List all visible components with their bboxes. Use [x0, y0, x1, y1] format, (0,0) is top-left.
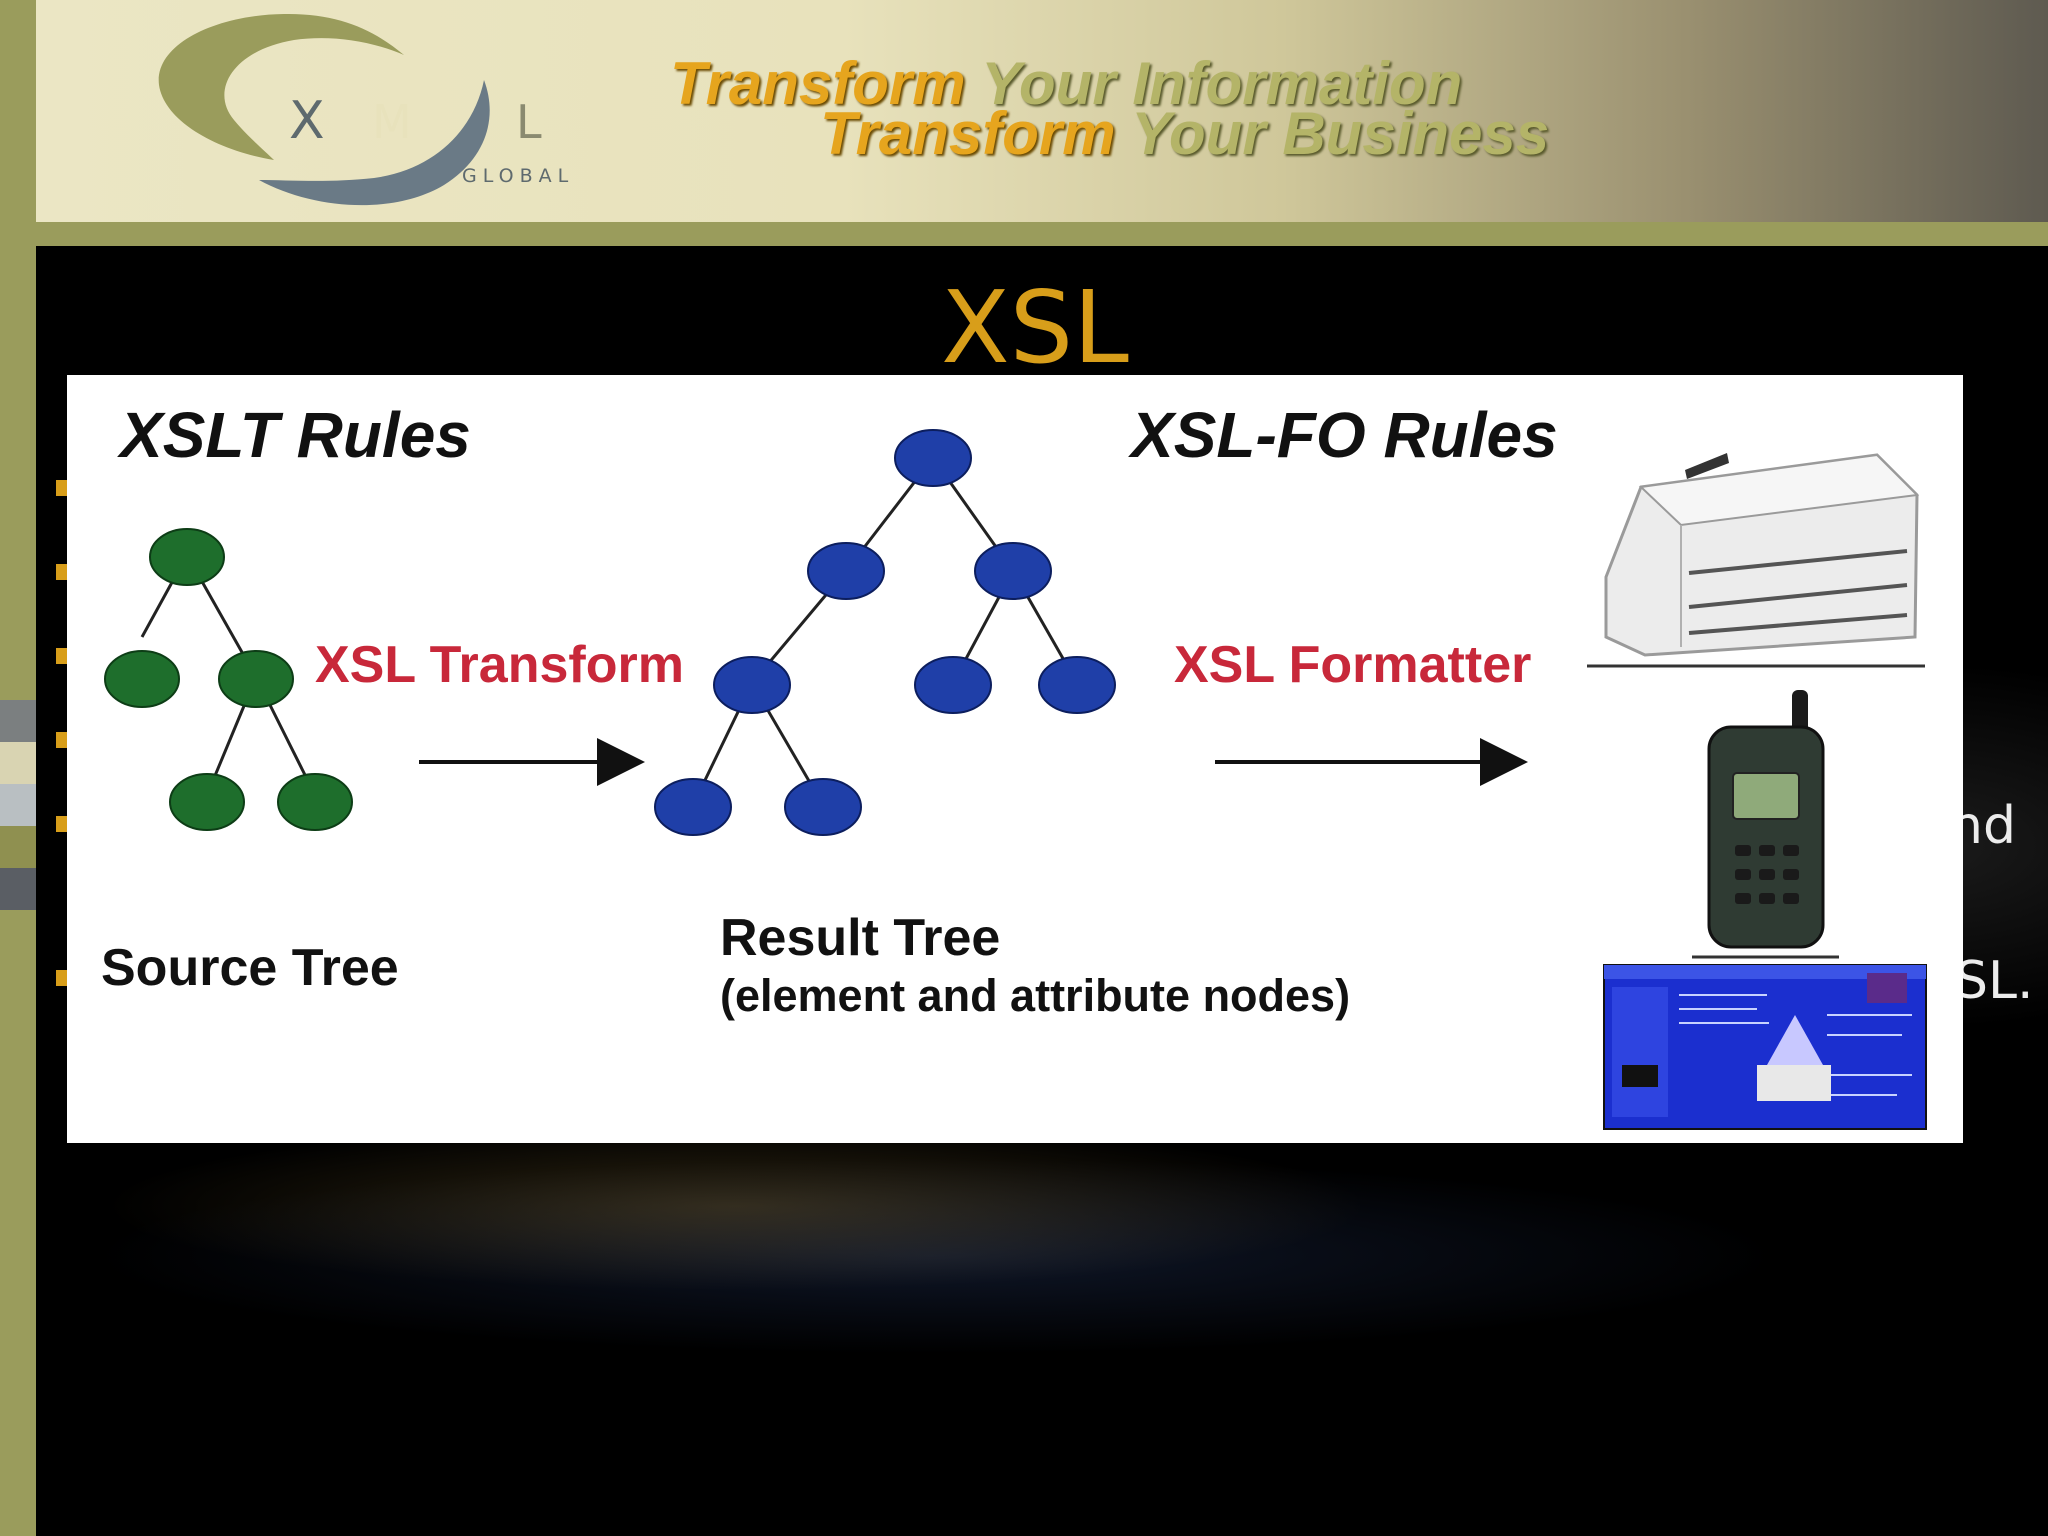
result-tree-note: (element and attribute nodes): [720, 970, 1350, 1021]
result-tree-node: [807, 542, 885, 600]
header-divider-band: [36, 222, 2048, 246]
source-tree-label: Source Tree: [101, 939, 399, 997]
logo-letter-l: L: [516, 95, 542, 149]
tagline-1-rest: Your Information: [965, 50, 1463, 117]
logo-swoosh-grey: [259, 80, 490, 206]
result-tree-node: [894, 429, 972, 487]
xml-global-logo: X M L GLOBAL: [158, 13, 574, 206]
diagram-canvas: XSLT Rules XSL-FO Rules XSL Transform: [101, 399, 1927, 1130]
source-tree-node: [277, 773, 353, 831]
tagline-2-rest: Your Business: [1115, 100, 1550, 167]
xsl-formatter-label: XSL Formatter: [1174, 636, 1531, 694]
logo-letter-x: X: [289, 91, 325, 151]
web-page-icon: [1603, 964, 1927, 1130]
result-tree-label: Result Tree: [720, 909, 1000, 967]
source-tree-node: [218, 650, 294, 708]
result-tree-edges: [691, 457, 1079, 806]
source-tree-node: [104, 650, 180, 708]
result-tree-node: [974, 542, 1052, 600]
tagline-2-highlight: Transform: [820, 100, 1116, 167]
header-banner: X M L GLOBAL Transform Your Information …: [36, 0, 2048, 222]
source-tree-node: [149, 528, 225, 586]
xslfo-rules-label: XSL-FO Rules: [1128, 399, 1558, 471]
result-tree-node: [914, 656, 992, 714]
xsl-process-diagram: XSLT Rules XSL-FO Rules XSL Transform: [67, 375, 1963, 1143]
result-tree-node: [654, 778, 732, 836]
logo-subtext: GLOBAL: [462, 165, 574, 187]
side-color-stripes: [0, 700, 36, 950]
result-tree-node: [784, 778, 862, 836]
xsl-transform-label: XSL Transform: [315, 636, 684, 694]
tagline-line-1: Transform Your Information: [670, 54, 1462, 114]
logo-swoosh-olive: [158, 13, 404, 161]
xslt-rules-label: XSLT Rules: [117, 399, 471, 471]
source-tree-node: [169, 773, 245, 831]
tagline-line-2: Transform Your Business: [820, 104, 1549, 164]
printer-icon: [1587, 453, 1925, 668]
logo-letter-m: M: [372, 95, 412, 149]
slide-title: XSL: [941, 269, 1129, 386]
result-tree-node: [1038, 656, 1116, 714]
tagline-1-highlight: Transform: [670, 50, 966, 117]
mobile-phone-icon: [1692, 690, 1839, 959]
result-tree-node: [713, 656, 791, 714]
bullet-text-fragment: SL.: [1955, 951, 2034, 1011]
